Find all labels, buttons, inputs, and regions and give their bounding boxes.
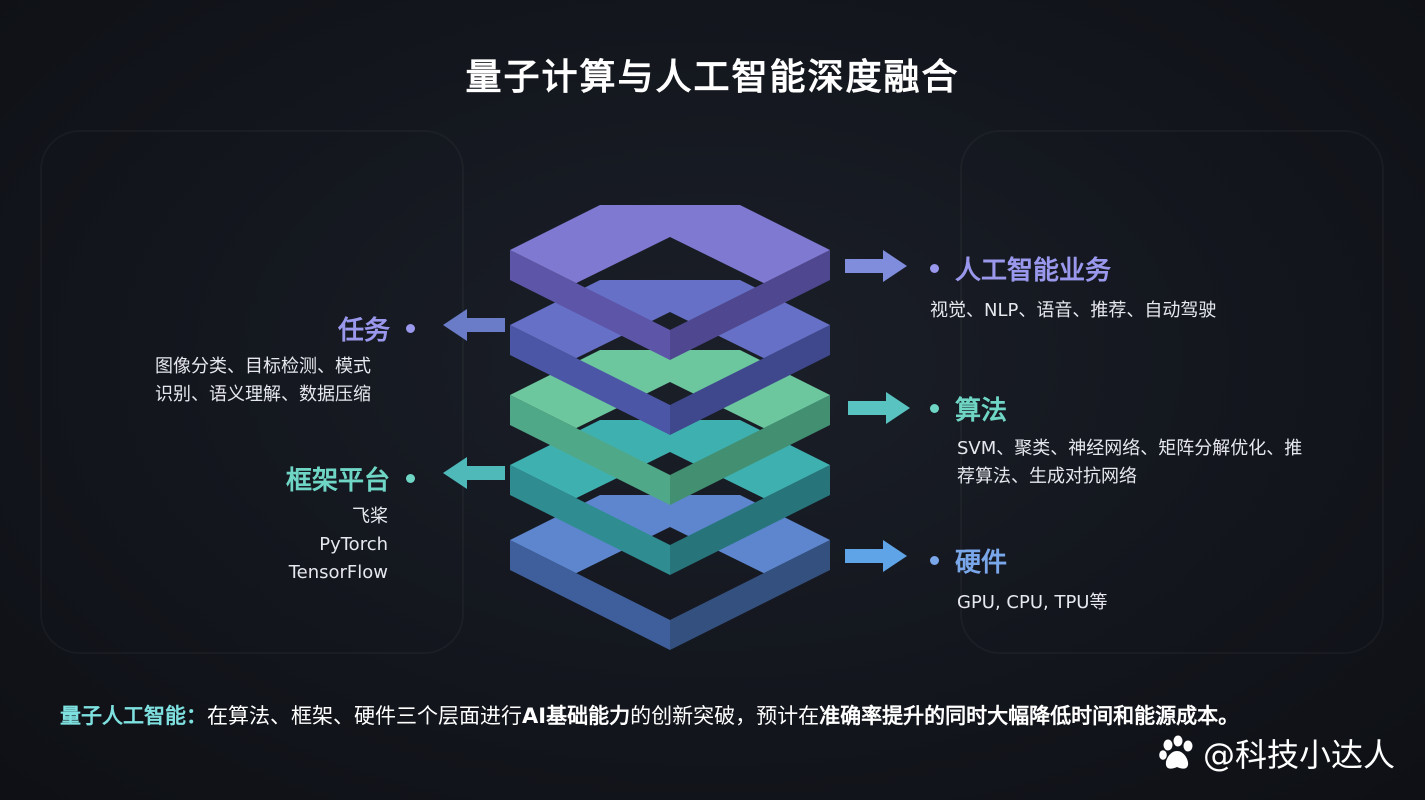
label-description: 图像分类、目标检测、模式 识别、语义理解、数据压缩	[155, 356, 371, 405]
label-description: SVM、聚类、神经网络、矩阵分解优化、推 荐算法、生成对抗网络	[957, 438, 1303, 487]
arrow-right-hardware	[845, 540, 907, 572]
bullet-dot	[930, 264, 939, 273]
label-heading: 硬件	[955, 548, 1008, 578]
label-heading: 任务	[337, 316, 390, 346]
footer-text-2: 的创新突破，预计在	[630, 704, 820, 728]
label-framework: 框架平台 飞桨 PyTorch TensorFlow	[155, 460, 415, 587]
label-heading: 人工智能业务	[955, 256, 1112, 286]
arrow-right-ai	[845, 250, 907, 282]
label-heading: 算法	[955, 396, 1008, 426]
arrow-left-task	[443, 309, 505, 341]
baidu-paw-icon	[1159, 735, 1193, 769]
label-heading: 框架平台	[285, 466, 390, 496]
watermark: @科技小达人	[1157, 730, 1395, 776]
label-task: 任务 图像分类、目标检测、模式 识别、语义理解、数据压缩	[155, 310, 415, 409]
page-title: 量子计算与人工智能深度融合	[465, 57, 960, 98]
label-ai-business: 人工智能业务 视觉、NLP、语音、推荐、自动驾驶	[930, 250, 1216, 325]
layer-ai-business	[510, 170, 830, 360]
footer-statement: 量子人工智能：在算法、框架、硬件三个层面进行AI基础能力的创新突破，预计在准确率…	[60, 700, 1239, 730]
label-description: 飞桨 PyTorch TensorFlow	[288, 506, 388, 583]
label-description: GPU, CPU, TPU等	[957, 592, 1108, 613]
footer-emphasis-2: 准确率提升的同时大幅降低时间和能源成本。	[819, 704, 1240, 728]
label-description: 视觉、NLP、语音、推荐、自动驾驶	[930, 300, 1217, 321]
bullet-dot	[930, 556, 939, 565]
arrow-right-algorithm	[848, 392, 910, 424]
bullet-dot	[930, 404, 939, 413]
bullet-dot	[406, 474, 415, 483]
bullet-dot	[406, 324, 415, 333]
arrow-left-framework	[443, 457, 505, 489]
label-algorithm: 算法 SVM、聚类、神经网络、矩阵分解优化、推 荐算法、生成对抗网络	[930, 390, 1302, 491]
label-hardware: 硬件 GPU, CPU, TPU等	[930, 542, 1108, 617]
footer-emphasis-1: AI基础能力	[522, 704, 631, 728]
footer-term: 量子人工智能：	[60, 704, 207, 728]
footer-text-1: 在算法、框架、硬件三个层面进行	[207, 704, 522, 728]
watermark-text: @科技小达人	[1202, 736, 1395, 774]
